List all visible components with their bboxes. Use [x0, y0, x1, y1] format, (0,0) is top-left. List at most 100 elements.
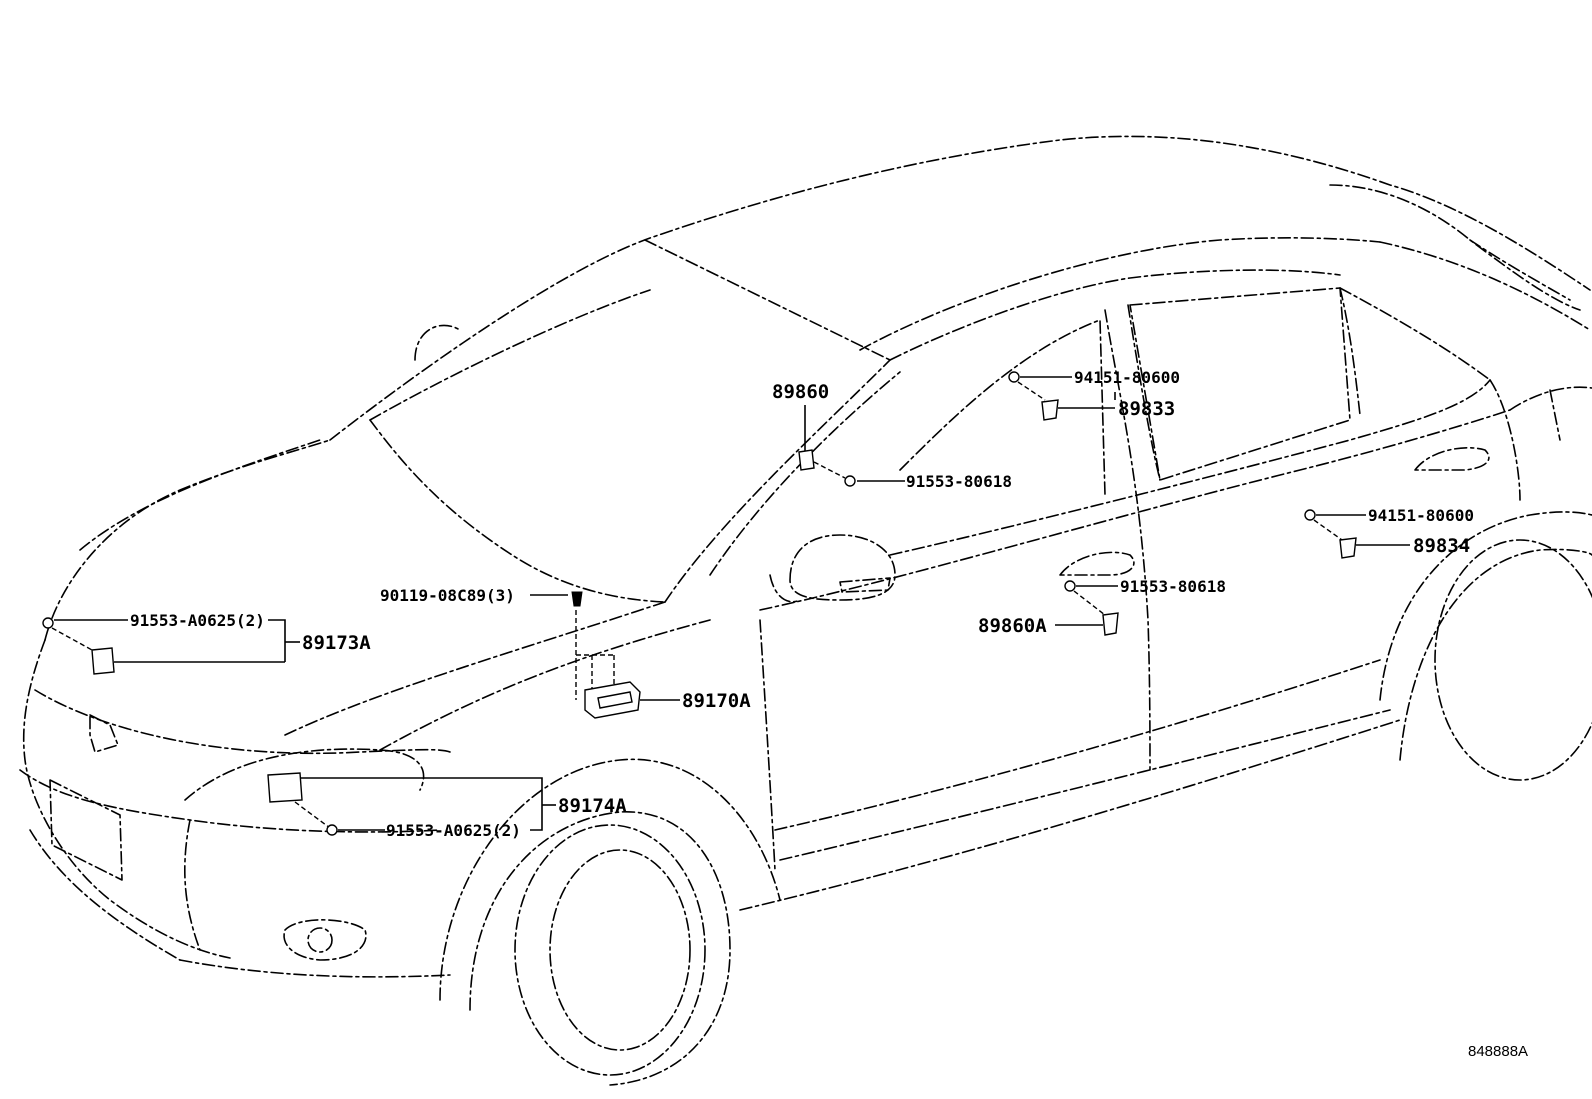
clip-94151-80600-rear-icon — [1304, 509, 1316, 521]
callout-91553-A0625-upper: 91553-A0625(2) — [130, 611, 265, 630]
sensor-89173A-icon — [91, 647, 115, 675]
callout-94151-80600-rear: 94151-80600 — [1368, 506, 1474, 525]
headlight-edge — [184, 748, 425, 801]
bolt-90119-08C89-icon — [571, 591, 583, 607]
rear-window-line — [1329, 184, 1581, 311]
roof-inner-line — [644, 239, 891, 361]
callout-90119-08C89: 90119-08C89(3) — [380, 586, 515, 605]
a-pillar-inner — [709, 371, 901, 576]
b-pillar-front — [1104, 309, 1151, 771]
rear-wheel-rim — [1434, 539, 1592, 781]
hood-side — [379, 619, 711, 751]
hood-crease-1 — [79, 439, 321, 551]
bolt-91553-80618-icon — [844, 475, 856, 487]
rear-lamp-edge — [1549, 389, 1561, 441]
sensor-89833-icon — [1041, 399, 1059, 421]
a-pillar — [664, 359, 891, 603]
bolt-91553-A0625-upper-icon — [42, 617, 54, 629]
part-89834 — [1304, 509, 1410, 559]
callout-89860A: 89860A — [978, 615, 1047, 637]
vehicle-outline — [19, 135, 1592, 1086]
front-door-handle — [1059, 551, 1135, 576]
b-pillar-rear — [1127, 304, 1161, 481]
license-plate — [49, 779, 123, 881]
side-mirror — [789, 534, 896, 601]
rocker-bottom — [739, 719, 1401, 911]
callout-91553-A0625-lower: 91553-A0625(2) — [386, 821, 521, 840]
bracket-89173A — [268, 619, 286, 662]
callout-89833: 89833 — [1118, 398, 1175, 420]
hood-front-edge — [44, 439, 331, 641]
front-wheel-arch — [439, 758, 781, 1001]
body-side-top — [759, 409, 1511, 611]
windshield-top — [369, 289, 651, 421]
dash-89860A — [1073, 590, 1106, 616]
airbag-ecu-connector-icon — [597, 691, 633, 709]
rear-door-window — [1129, 287, 1351, 481]
side-mirror-stalk — [769, 574, 801, 603]
dash-89833 — [1017, 381, 1046, 401]
c-pillar — [1339, 287, 1491, 381]
front-emblem — [89, 714, 119, 753]
callout-89174A: 89174A — [558, 795, 627, 817]
rear-door-rear-edge — [1339, 287, 1361, 416]
rear-door-handle — [1414, 447, 1490, 471]
hood-rear-edge — [284, 601, 666, 736]
part-89833 — [1008, 371, 1116, 421]
dash-89174A — [294, 801, 331, 829]
dash-89860-bolt — [813, 461, 846, 479]
rear-fender-top — [1509, 386, 1592, 411]
front-grille-top — [34, 689, 451, 755]
callout-labels: 89860 91553-80618 94151-80600 89833 9415… — [130, 368, 1474, 840]
bracket-89174A — [300, 777, 543, 831]
part-89860A — [1055, 580, 1119, 636]
callout-94151-80600-front: 94151-80600 — [1074, 368, 1180, 387]
sensor-89860A-icon — [1102, 612, 1119, 636]
front-fascia-top — [22, 639, 231, 959]
rear-wheel-arch — [1379, 511, 1592, 701]
front-door-window — [899, 319, 1106, 496]
front-door-front-edge — [759, 619, 776, 871]
front-lower-lip — [179, 959, 451, 978]
callout-89834: 89834 — [1413, 535, 1470, 557]
side-mirror-turn-lamp — [839, 577, 891, 593]
callout-89170A: 89170A — [682, 690, 751, 712]
bolt-91553-80618-door-icon — [1064, 580, 1076, 592]
callout-89173A: 89173A — [302, 632, 371, 654]
roof-side — [859, 237, 1381, 351]
belt-line — [889, 379, 1491, 556]
rear-quarter — [1489, 379, 1521, 501]
callout-89860: 89860 — [772, 381, 829, 403]
rocker-line — [779, 709, 1391, 861]
part-89170A — [530, 591, 680, 719]
antenna-fin — [414, 324, 461, 361]
body-lower-line — [774, 659, 1381, 831]
windshield-lower — [369, 419, 666, 603]
dash-89173A — [51, 627, 93, 651]
sensor-89834-icon — [1339, 537, 1357, 559]
part-89174A — [267, 772, 556, 836]
lower-grille — [29, 829, 181, 961]
part-89173A — [42, 617, 300, 675]
roof-edge — [889, 269, 1341, 361]
callout-91553-80618-top: 91553-80618 — [906, 472, 1012, 491]
sensor-89174A-icon — [267, 772, 303, 803]
fog-lamp-lens — [307, 927, 333, 953]
roof-line — [329, 135, 1591, 441]
front-tire-outer — [469, 811, 731, 1086]
fog-lamp-housing — [283, 919, 367, 961]
clip-94151-80600-front-icon — [1008, 371, 1020, 383]
front-wheel-rim — [514, 824, 706, 1076]
part-89860 — [798, 405, 905, 487]
dash-89834 — [1313, 519, 1343, 541]
bolt-91553-A0625-lower-icon — [326, 824, 338, 836]
callout-91553-80618-door: 91553-80618 — [1120, 577, 1226, 596]
front-wheel-hub — [549, 849, 691, 1051]
figure-id: 848888A — [1468, 1043, 1528, 1060]
bumper-side — [184, 819, 201, 951]
rear-tire-outer — [1399, 548, 1592, 761]
rear-pillar-line — [1469, 239, 1571, 301]
bumper-line — [19, 769, 441, 833]
